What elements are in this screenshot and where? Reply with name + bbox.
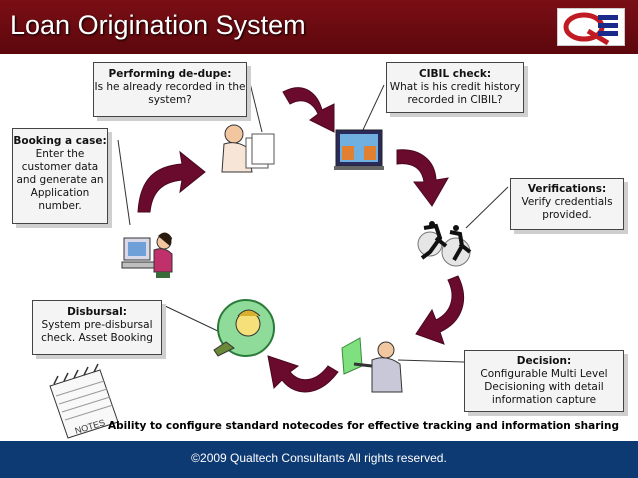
- step-cibil-desc: What is his credit history recorded in C…: [389, 81, 521, 106]
- step-dedupe-desc: Is he already recorded in the system?: [94, 81, 246, 106]
- step-disbursal-title: Disbursal:: [67, 306, 127, 318]
- step-disbursal-desc: System pre-disbursal check. Asset Bookin…: [41, 319, 153, 344]
- callout-line-cibil: [361, 84, 385, 133]
- step-cibil: CIBIL check: What is his credit history …: [386, 62, 524, 113]
- arrow-cibil-to-verifications: [396, 149, 449, 207]
- step-verifications-desc: Verify credentials provided.: [521, 196, 613, 221]
- step-verifications-title: Verifications:: [527, 183, 607, 195]
- cycle-arrows: [137, 87, 465, 393]
- dedupe-figure: [221, 124, 275, 173]
- step-decision-desc: Configurable Multi Level Decisioning wit…: [480, 368, 608, 406]
- step-decision-title: Decision:: [516, 355, 572, 367]
- step-booking-title: Booking a case:: [13, 135, 107, 147]
- arrow-decision-to-disbursal: [267, 355, 339, 393]
- arrow-verifications-to-decision: [415, 275, 465, 345]
- callout-line-disbursal: [162, 304, 223, 334]
- step-dedupe-title: Performing de-dupe:: [108, 68, 232, 80]
- cibil-figure: [334, 129, 384, 170]
- verifications-figure: [417, 221, 472, 267]
- disbursal-figure: [213, 299, 275, 357]
- page-title: Loan Origination System: [10, 10, 306, 40]
- callout-line-dedupe: [247, 74, 263, 133]
- step-booking: Booking a case: Enter the customer data …: [12, 128, 108, 224]
- step-decision: Decision: Configurable Multi Level Decis…: [464, 350, 624, 412]
- step-dedupe: Performing de-dupe: Is he already record…: [93, 62, 247, 117]
- notes-pad-icon: NOTES: [49, 363, 119, 439]
- callout-line-decision: [397, 359, 465, 363]
- arrow-booking-to-dedupe: [137, 150, 206, 213]
- company-logo: [557, 8, 625, 46]
- footer-copyright: ©2009 Qualtech Consultants All rights re…: [191, 451, 447, 465]
- callout-lines: [117, 74, 509, 363]
- step-cibil-title: CIBIL check:: [418, 68, 492, 80]
- step-booking-desc: Enter the customer data and generate an …: [16, 148, 104, 212]
- callout-line-verifications: [465, 186, 509, 229]
- step-verifications: Verifications: Verify credentials provid…: [510, 178, 624, 230]
- title-bar: [0, 0, 638, 54]
- arrow-dedupe-to-cibil: [282, 87, 335, 133]
- booking-figure: [121, 232, 173, 278]
- decision-figure: [341, 337, 403, 393]
- callout-line-booking: [117, 139, 131, 226]
- step-disbursal: Disbursal: System pre-disbursal check. A…: [32, 300, 162, 355]
- footer-bar: [0, 441, 638, 478]
- notecodes-note: Ability to configure standard notecodes …: [108, 420, 619, 432]
